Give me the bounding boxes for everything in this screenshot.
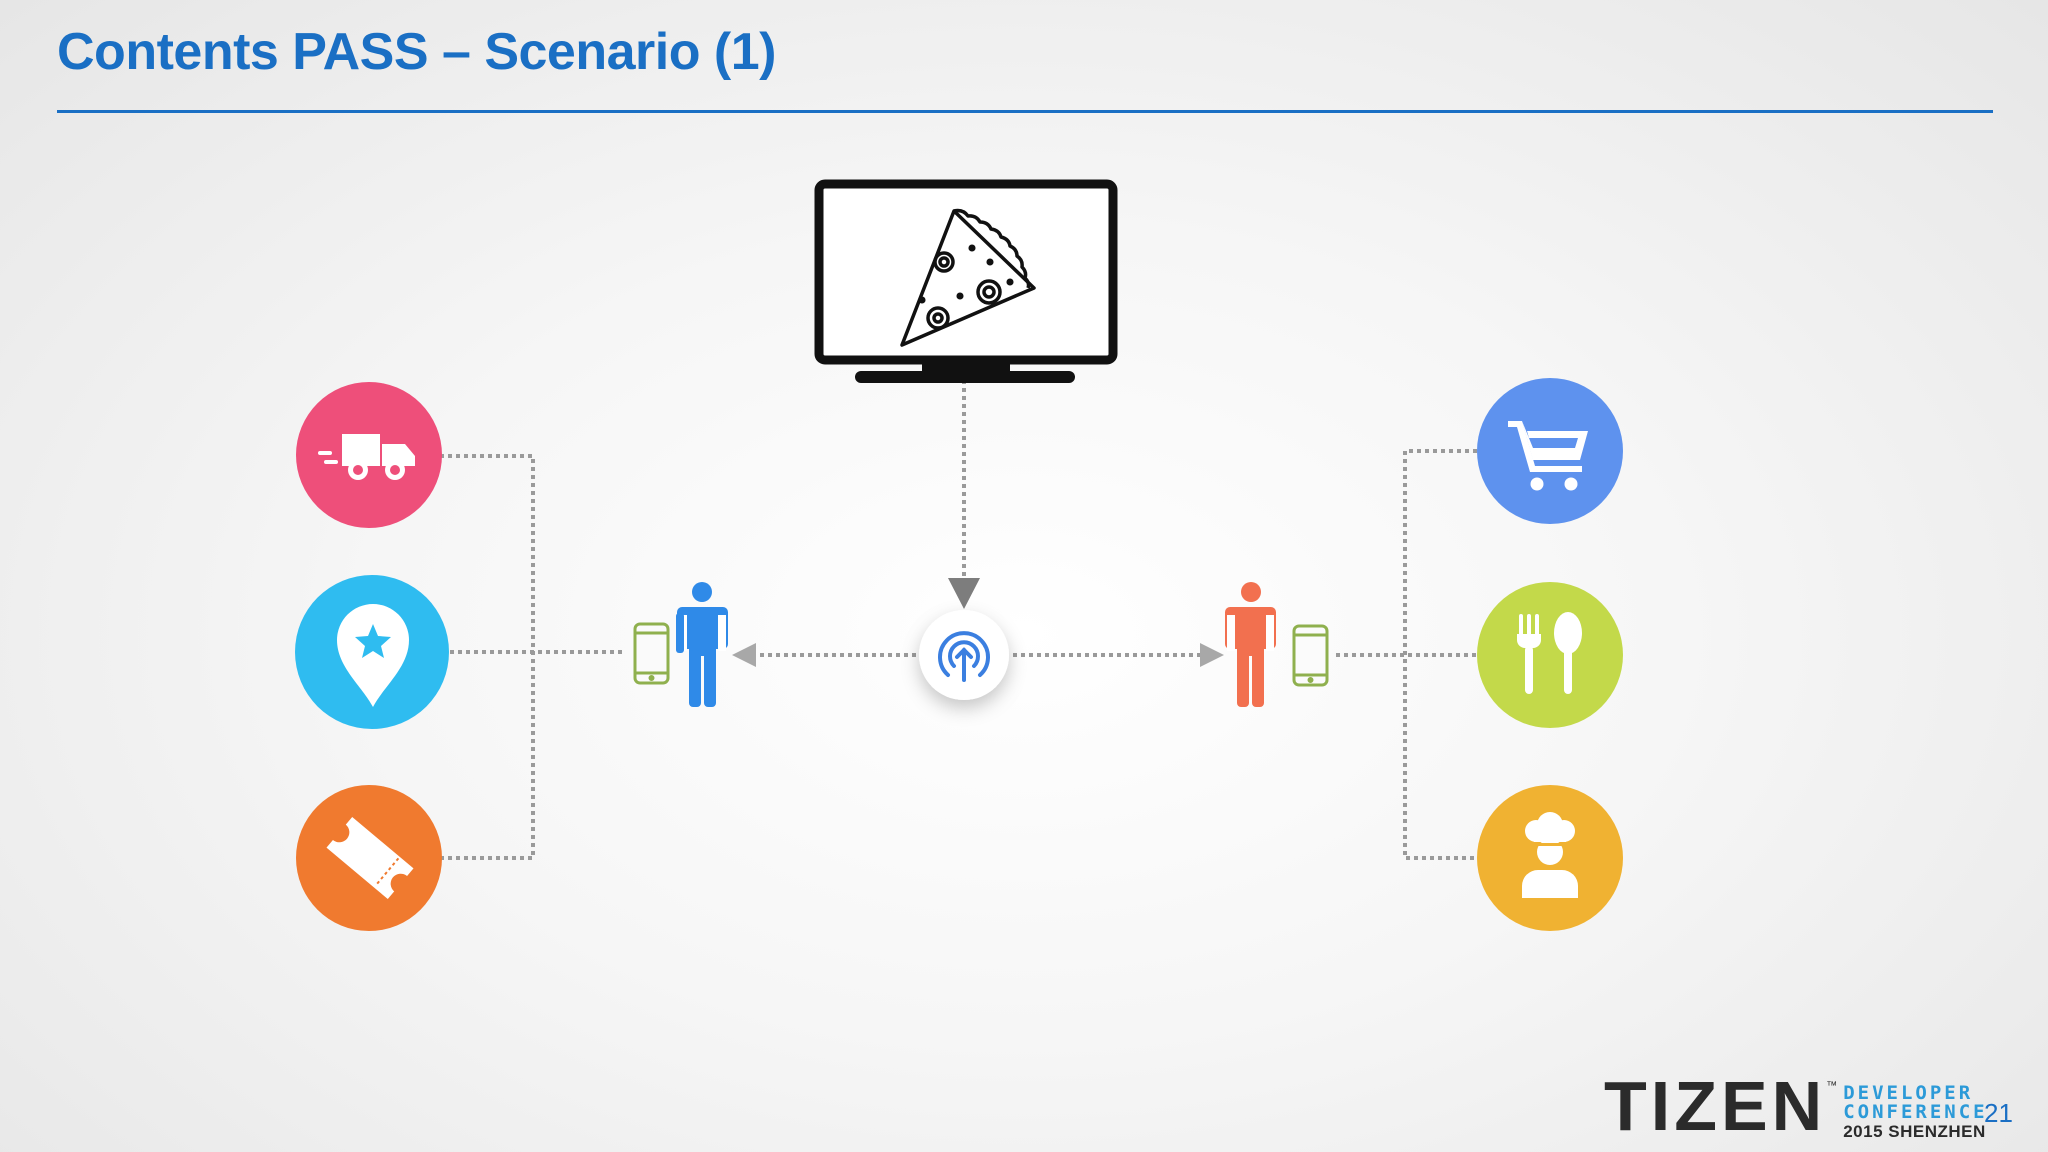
restaurant-service — [1477, 582, 1623, 728]
left-bracket-line — [440, 454, 535, 860]
chef-service — [1477, 785, 1623, 931]
shopping-service — [1477, 378, 1623, 524]
logo-wordmark: TIZEN — [1604, 1067, 1827, 1145]
slide-number: 21 — [1984, 1098, 2013, 1128]
left-user — [633, 582, 728, 707]
slide-title: Contents PASS – Scenario (1) — [57, 23, 776, 81]
pizza-icon — [900, 208, 1036, 347]
fork-spoon-icon — [1517, 612, 1582, 694]
right-user — [1225, 582, 1329, 707]
tizen-conference-logo: TIZEN ™ DEVELOPER CONFERENCE 2015 SHENZH… — [1604, 1067, 1988, 1145]
logo-subtitle: DEVELOPER CONFERENCE 2015 SHENZHEN — [1843, 1084, 1987, 1142]
logo-line-year-city: 2015 SHENZHEN — [1843, 1122, 1986, 1141]
location-service — [295, 575, 449, 729]
connector-lines — [440, 380, 1477, 860]
shopping-cart-icon — [1508, 421, 1588, 491]
logo-line-developer: DEVELOPER — [1843, 1082, 1974, 1104]
logo-trademark: ™ — [1826, 1080, 1838, 1092]
location-star-icon — [337, 604, 409, 707]
phone-icon-left — [633, 622, 670, 685]
arrow-right-head — [1200, 643, 1224, 667]
beacon-icon — [938, 631, 990, 682]
arrow-down-head — [948, 578, 980, 609]
beacon — [919, 610, 1009, 700]
phone-icon-right — [1292, 624, 1329, 687]
title-underline — [57, 110, 1993, 113]
delivery-service — [296, 382, 442, 528]
person-icon-right — [1225, 582, 1276, 707]
ticket-icon — [326, 816, 414, 900]
arrow-left-head — [732, 643, 756, 667]
logo-line-conference: CONFERENCE — [1843, 1101, 1988, 1123]
person-icon-left — [677, 582, 728, 707]
right-bracket-line — [1403, 449, 1477, 860]
tv-icon — [814, 179, 1118, 383]
ticket-service — [296, 785, 442, 931]
